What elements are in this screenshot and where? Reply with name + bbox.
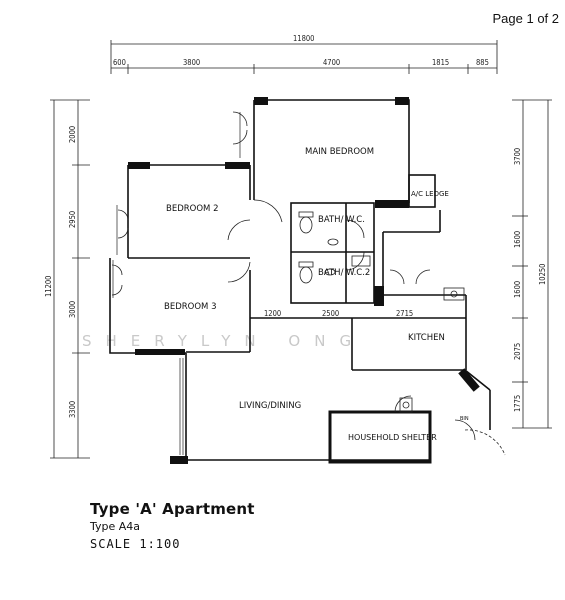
right-dimension-lines <box>512 99 552 429</box>
page-counter: Page 1 of 2 <box>492 11 560 26</box>
plan-caption: Type 'A' Apartment Type A4a SCALE 1:100 <box>90 500 255 551</box>
dim-overall-width: 11800 <box>293 34 314 43</box>
dim-left-2000: 2000 <box>68 126 77 143</box>
label-main-bedroom: MAIN BEDROOM <box>305 147 374 157</box>
dim-right-1600a: 1600 <box>513 231 522 248</box>
top-dimension-lines <box>110 40 498 74</box>
dim-left-2950: 2950 <box>68 211 77 228</box>
plan-subtitle: Type A4a <box>90 520 141 533</box>
dim-top-1815: 1815 <box>432 58 449 67</box>
dim-top-4700: 4700 <box>323 58 340 67</box>
structural-columns <box>128 97 480 464</box>
dim-right-1600b: 1600 <box>513 281 522 298</box>
watermark: SHERYLYN ONG <box>82 332 365 350</box>
label-bedroom-3: BEDROOM 3 <box>164 302 216 312</box>
label-ac-ledge: A/C LEDGE <box>411 190 449 198</box>
dim-left-3300: 3300 <box>68 401 77 418</box>
label-bath-wc: BATH/ W.C. <box>318 215 365 225</box>
dim-top-600: 600 <box>113 58 126 67</box>
window-hatching <box>112 112 241 455</box>
label-bin: BIN <box>460 416 469 422</box>
plan-scale: SCALE 1:100 <box>90 537 181 551</box>
dim-overall-height-left: 11200 <box>44 276 53 297</box>
dim-top-885: 885 <box>476 58 489 67</box>
dim-top-3800: 3800 <box>183 58 200 67</box>
label-kitchen: KITCHEN <box>408 333 445 343</box>
dim-interior-1200: 1200 <box>264 309 281 318</box>
dim-overall-height-right: 10250 <box>538 264 547 285</box>
left-dimension-lines <box>50 99 90 459</box>
dim-right-3700: 3700 <box>513 148 522 165</box>
label-bedroom-2: BEDROOM 2 <box>166 204 218 214</box>
dim-interior-2715: 2715 <box>396 309 413 318</box>
dim-interior-2500: 2500 <box>322 309 339 318</box>
label-bath-wc2: BATH/ W.C.2 <box>318 268 370 278</box>
dim-right-1775: 1775 <box>513 395 522 412</box>
dim-right-2075: 2075 <box>513 343 522 360</box>
door-swings <box>111 111 506 456</box>
dim-left-3000: 3000 <box>68 301 77 318</box>
plan-title: Type 'A' Apartment <box>90 500 255 518</box>
bathroom-fixtures <box>298 211 465 413</box>
label-living-dining: LIVING/DINING <box>239 401 301 411</box>
label-household-shelter: HOUSEHOLD SHELTER <box>348 433 437 442</box>
